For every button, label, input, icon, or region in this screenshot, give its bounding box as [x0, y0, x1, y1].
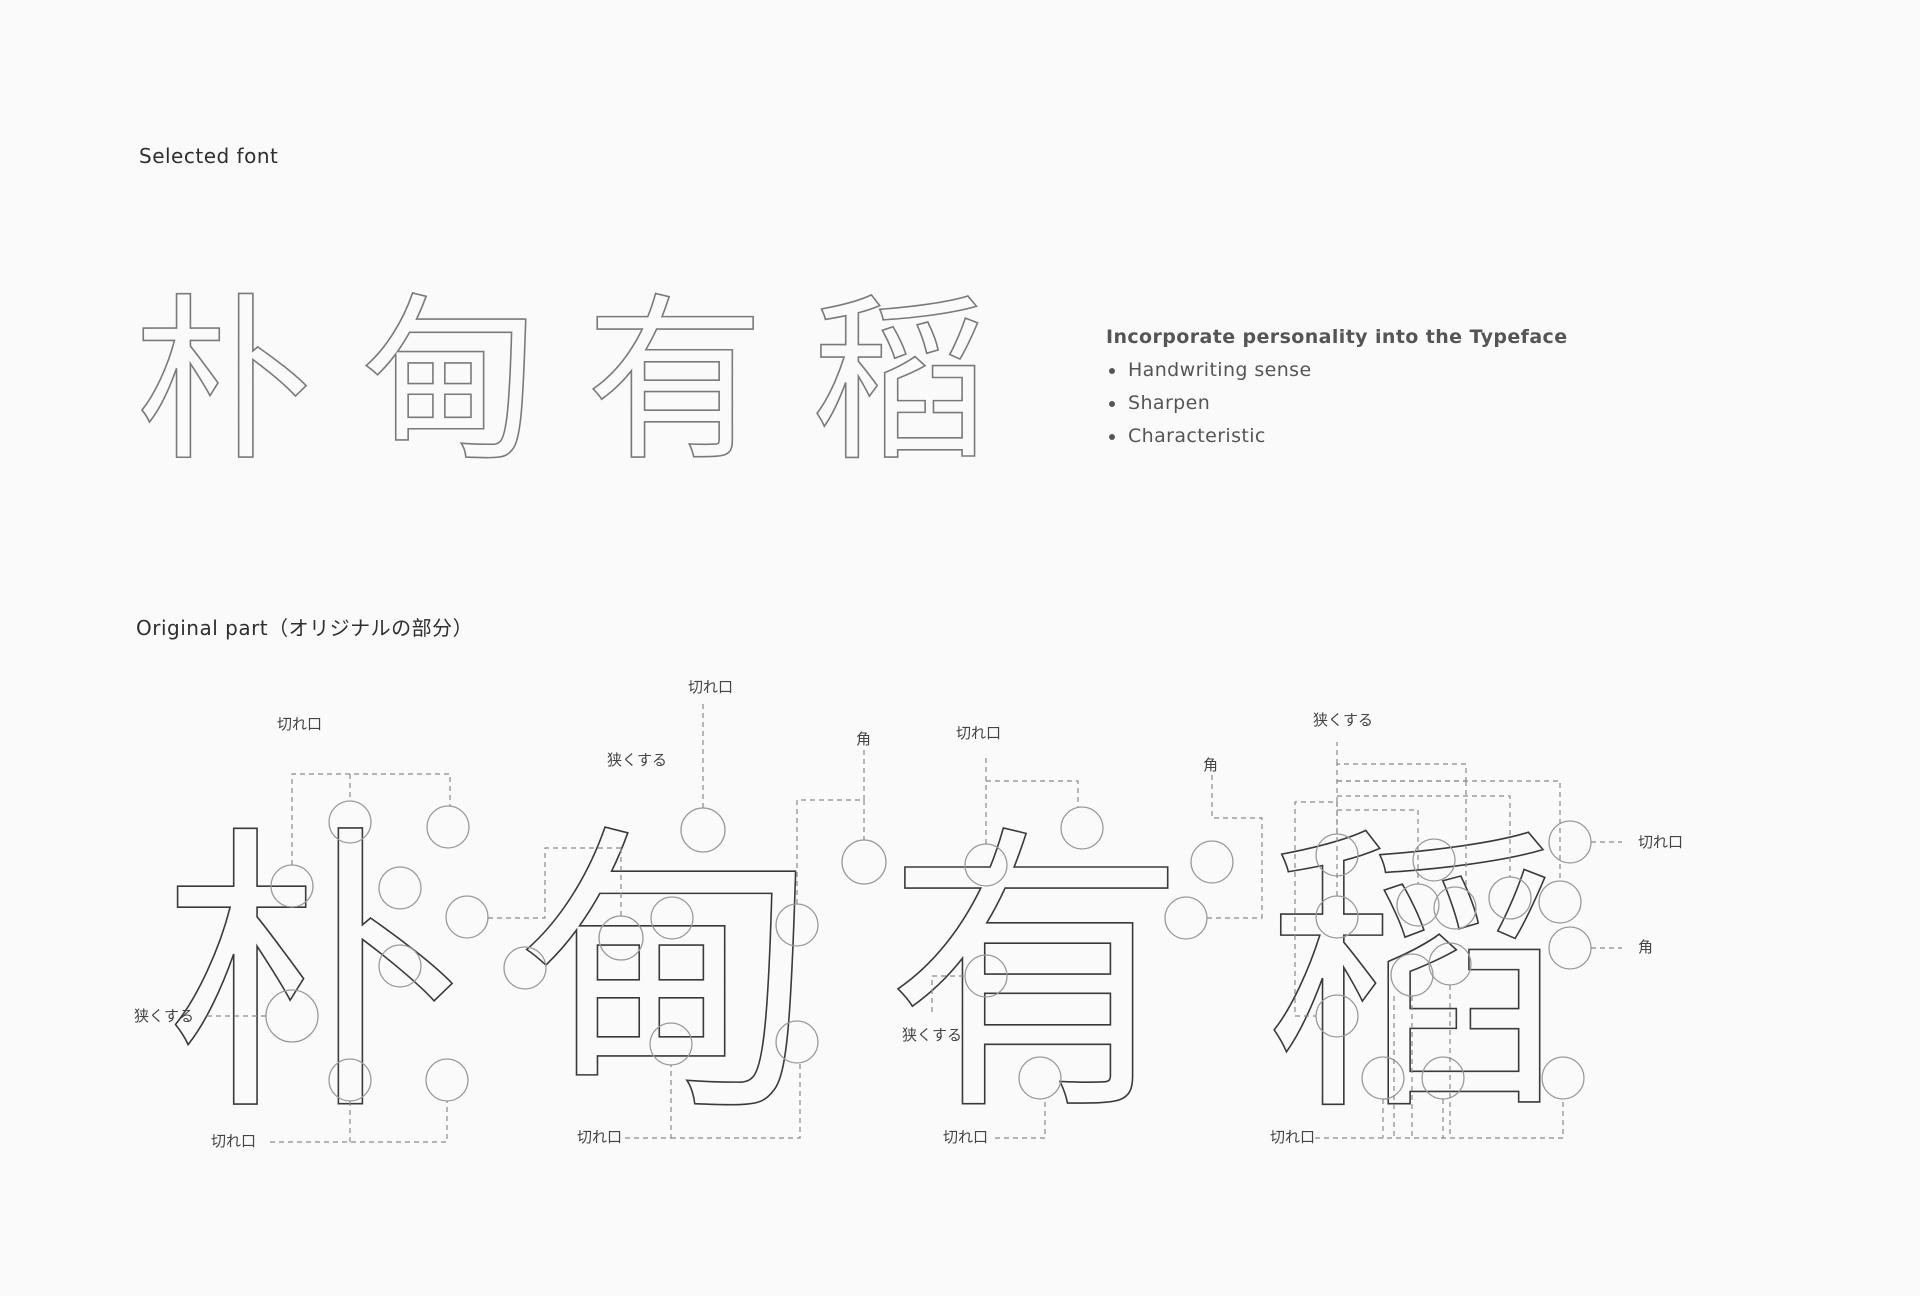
leader-line [671, 1063, 801, 1139]
feature-item: Handwriting sense [1106, 354, 1568, 387]
leader-line [1337, 780, 1561, 881]
marker-circle [1538, 880, 1582, 924]
leader-line [985, 780, 1079, 844]
label-cut-end: 切れ口 [943, 1128, 988, 1146]
marker-circle [775, 1020, 819, 1064]
outline-glyph-2: 甸 [360, 277, 540, 486]
feature-item: Sharpen [1106, 387, 1568, 420]
glyph-4-annotations: 狭くする 切れ口 角 切れ口 [1270, 711, 1683, 1146]
leader-line [931, 975, 964, 1014]
leader-line [796, 799, 865, 904]
marker-circle [650, 896, 694, 940]
leader-line [1336, 763, 1467, 802]
leader-line [1207, 775, 1263, 919]
label-corner: 角 [1638, 938, 1653, 956]
detail-glyph-2: 甸 [518, 802, 818, 1151]
label-narrow: 狭くする [134, 1007, 194, 1025]
label-cut-end: 切れ口 [688, 678, 733, 696]
features-heading: Incorporate personality into the Typefac… [1106, 326, 1568, 348]
marker-circle [426, 805, 470, 849]
marker-circle [1018, 1056, 1062, 1100]
leader-line [291, 773, 451, 865]
selected-font-title: Selected font [139, 144, 279, 168]
leader-line [1315, 1099, 1564, 1139]
marker-circle [1190, 840, 1234, 884]
marker-circle [1412, 838, 1456, 882]
marker-circle [503, 946, 547, 990]
label-corner: 角 [856, 730, 871, 748]
leader-line [995, 1099, 1046, 1139]
leader-line [270, 1101, 448, 1143]
glyph-2-annotations: 切れ口 狭くする 角 切れ口 [577, 678, 887, 1146]
label-cut-end: 切れ口 [211, 1132, 256, 1150]
detail-glyph-1: 朴 [162, 802, 462, 1151]
label-cut-end: 切れ口 [956, 724, 1001, 742]
glyph-3-annotations: 切れ口 角 狭くする 切れ口 [902, 724, 1263, 1146]
marker-circle [841, 839, 887, 885]
marker-circle [445, 895, 489, 939]
label-narrow: 狭くする [607, 751, 667, 769]
outline-glyph-4: 稻 [810, 277, 990, 486]
label-cut-end: 切れ口 [277, 715, 322, 733]
label-narrow: 狭くする [902, 1026, 962, 1044]
label-corner: 角 [1203, 756, 1218, 774]
original-part-title: Original part（オリジナルの部分） [136, 616, 474, 640]
marker-circle [378, 866, 422, 910]
outline-glyph-1: 朴 [133, 277, 313, 486]
marker-circle [1433, 886, 1477, 930]
feature-item: Characteristic [1106, 420, 1568, 453]
features-block: Incorporate personality into the Typefac… [1106, 326, 1568, 453]
leader-line [1337, 809, 1419, 884]
marker-circle [328, 800, 372, 844]
detail-glyph-4: 稻 [1264, 802, 1564, 1151]
marker-circle [1060, 806, 1104, 850]
label-cut-end: 切れ口 [1638, 833, 1683, 851]
label-cut-end: 切れ口 [1270, 1128, 1315, 1146]
outline-glyph-3: 有 [585, 277, 765, 486]
leader-line [1337, 795, 1511, 877]
marker-circle [964, 954, 1008, 998]
label-narrow: 狭くする [1313, 711, 1373, 729]
leader-line [488, 847, 622, 919]
marker-circle [1541, 1056, 1585, 1100]
label-cut-end: 切れ口 [577, 1128, 622, 1146]
features-list: Handwriting sense Sharpen Characteristic [1106, 354, 1568, 453]
glyph-1-annotations: 切れ口 狭くする 切れ口 [134, 715, 622, 1150]
marker-circle [378, 944, 422, 988]
